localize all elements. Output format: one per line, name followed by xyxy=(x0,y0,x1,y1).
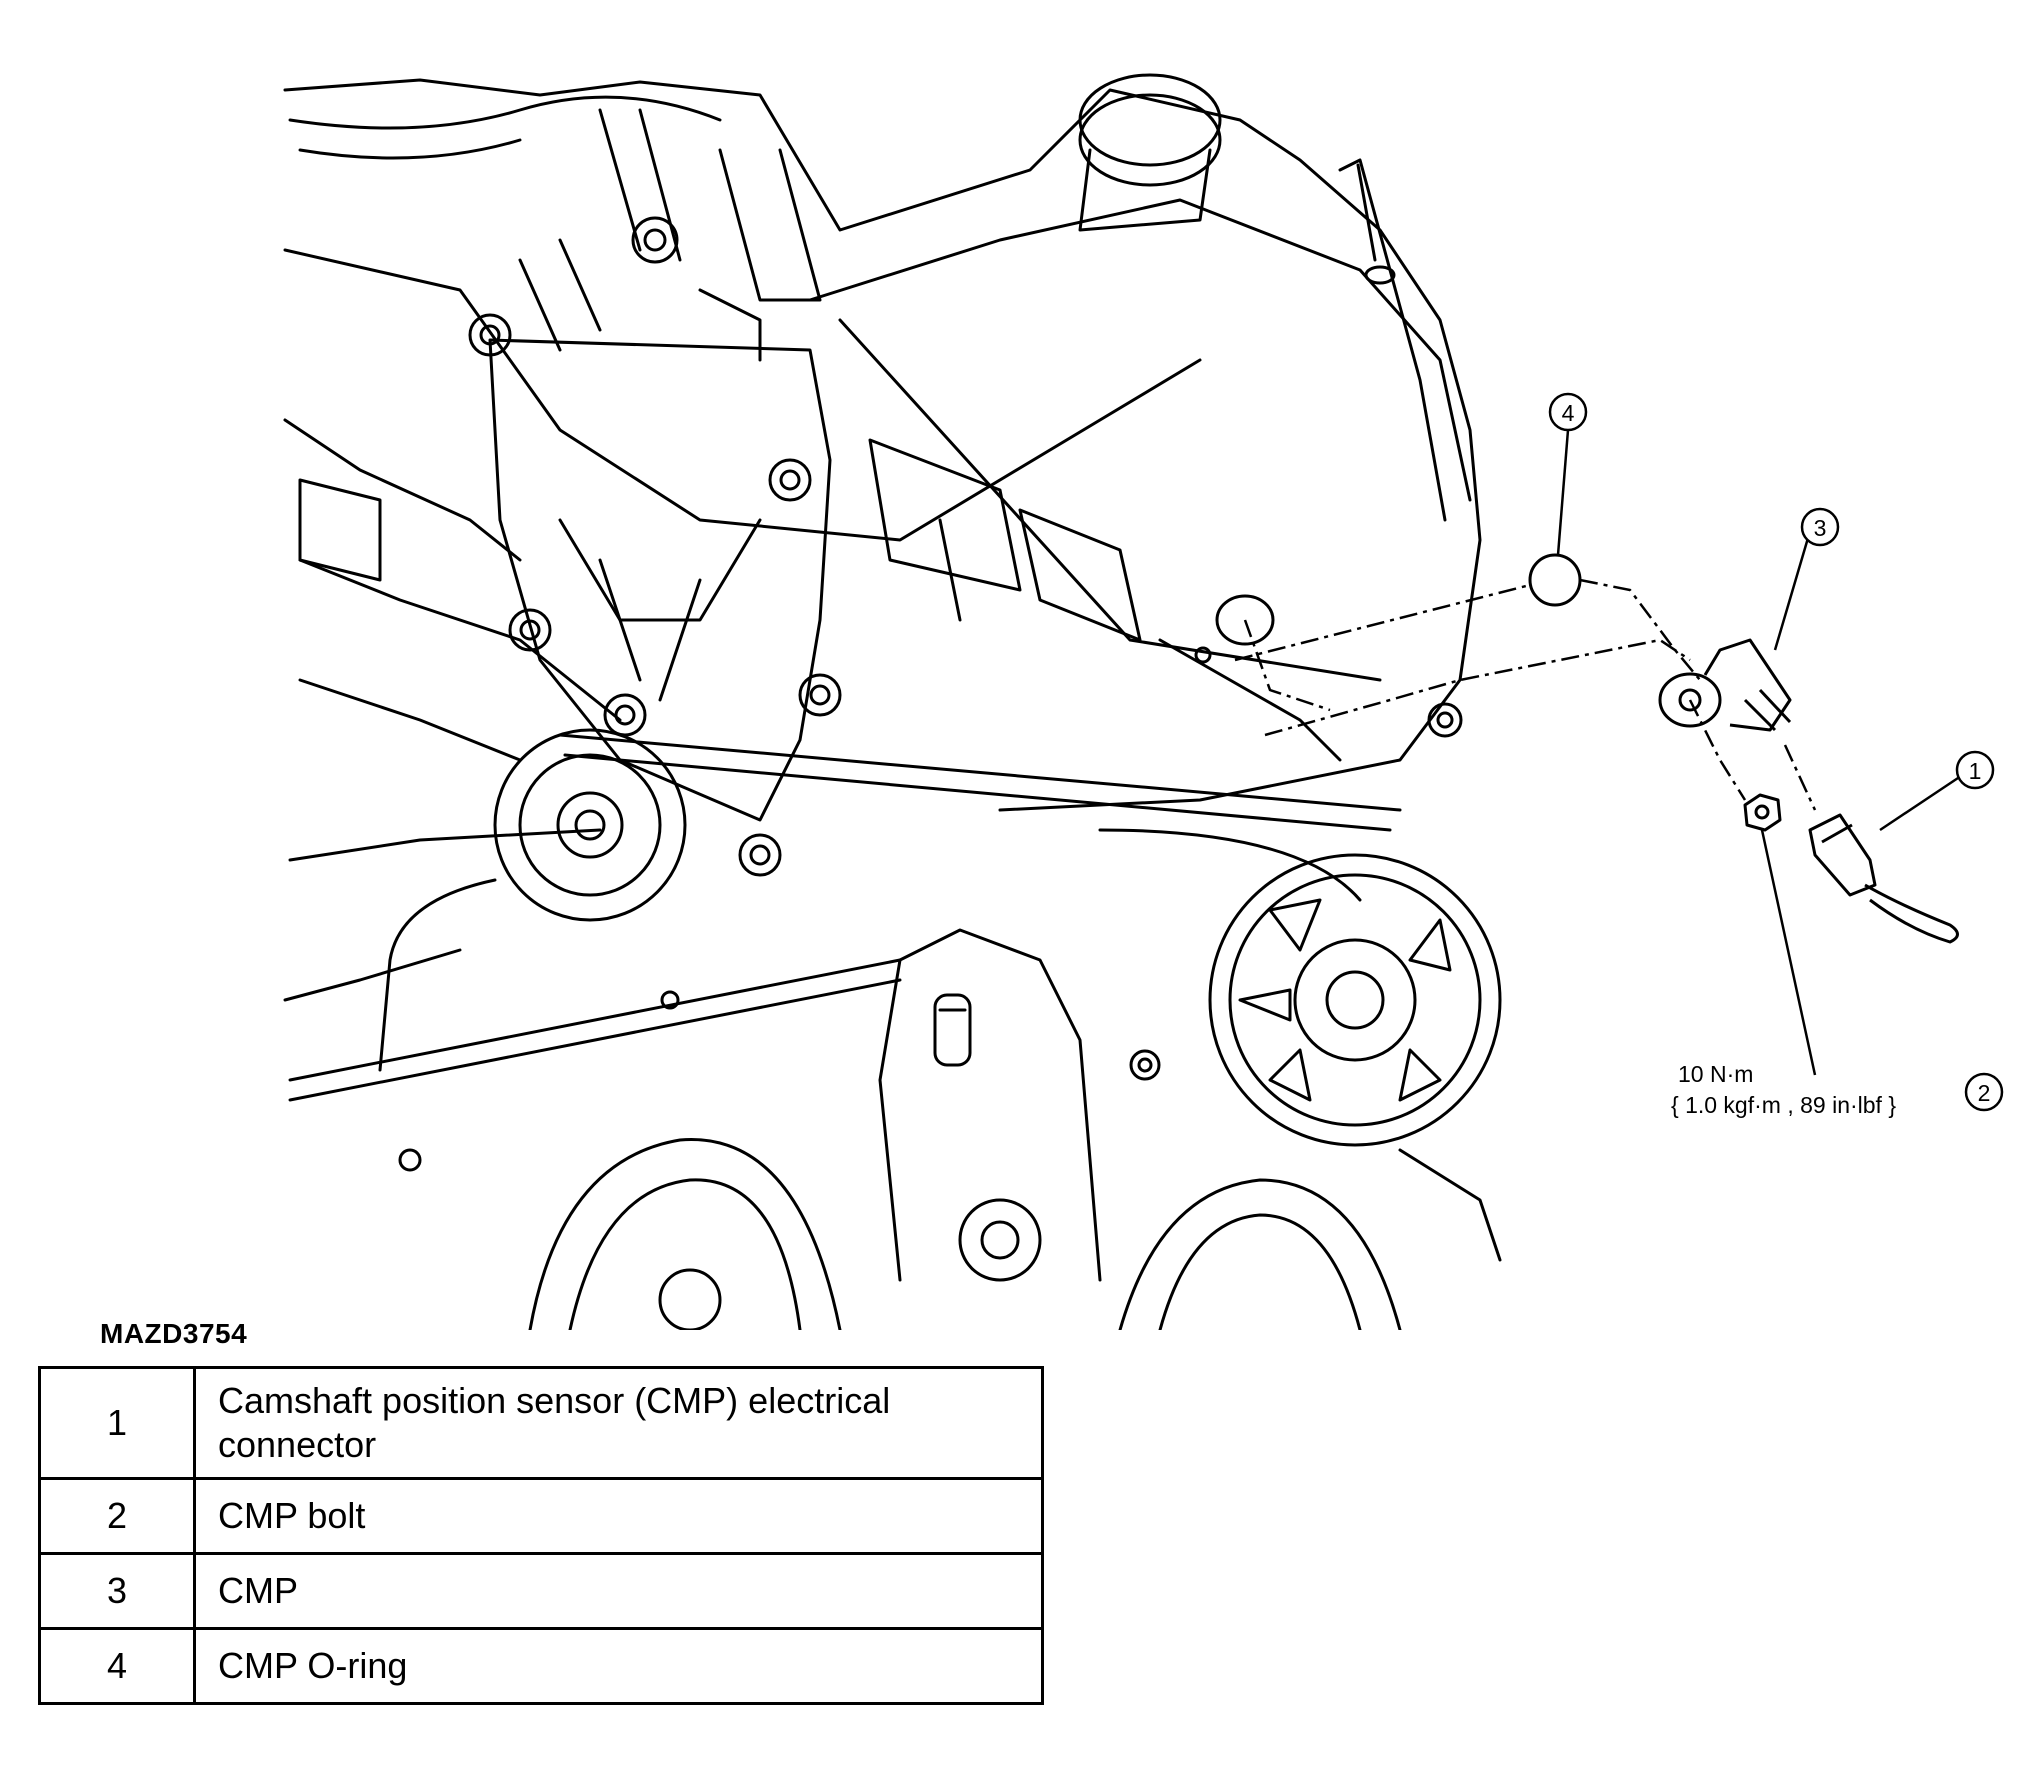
legend-description: CMP O-ring xyxy=(193,1627,1044,1705)
drive-belt xyxy=(288,733,1402,1102)
callout-4-number: 4 xyxy=(1562,400,1575,426)
callout-2 xyxy=(1964,1072,2004,1112)
legend-description: Camshaft position sensor (CMP) electrica… xyxy=(193,1366,1044,1480)
legend-description: CMP bolt xyxy=(193,1477,1044,1555)
callout-1-number: 1 xyxy=(1969,758,1982,784)
assembly-lines xyxy=(1234,578,1817,811)
legend-number: 2 xyxy=(38,1477,196,1555)
cmp-o-ring xyxy=(1528,553,1582,607)
torque-spec-line2: { 1.0 kgf·m , 89 in·lbf } xyxy=(1671,1092,1896,1118)
torque-spec-line1: 10 N·m xyxy=(1678,1061,1753,1087)
water-pump-pulley xyxy=(1208,853,1502,1147)
callout-3-number: 3 xyxy=(1814,515,1827,541)
table-row: 1 Camshaft position sensor (CMP) electri… xyxy=(38,1366,1044,1480)
cmp-bolt xyxy=(1743,793,1782,832)
callout-3 xyxy=(1800,507,1840,547)
callout-leaders xyxy=(1556,429,1959,1076)
table-row: 3 CMP xyxy=(38,1552,1044,1630)
callout-2-number: 2 xyxy=(1978,1080,1991,1106)
oil-filler-cap xyxy=(1078,73,1222,232)
legend-number: 4 xyxy=(38,1627,196,1705)
callout-1 xyxy=(1955,750,1995,790)
idler-pulley xyxy=(493,728,687,922)
legend-table: 1 Camshaft position sensor (CMP) electri… xyxy=(38,1366,1044,1705)
engine-block xyxy=(283,78,1482,1002)
table-row: 2 CMP bolt xyxy=(38,1477,1044,1555)
legend-description: CMP xyxy=(193,1552,1044,1630)
table-row: 4 CMP O-ring xyxy=(38,1627,1044,1705)
cmp-sensor xyxy=(1658,638,1792,732)
callout-4 xyxy=(1548,392,1588,432)
belt-tensioner xyxy=(878,928,1102,1282)
figure-id: MAZD3754 xyxy=(100,1318,248,1349)
crankshaft-pulley xyxy=(528,1138,842,1330)
wiring-harness xyxy=(288,95,822,362)
block-bolts xyxy=(398,990,1161,1172)
ac-compressor-pulley xyxy=(1118,1148,1502,1330)
cmp-mounting-boss xyxy=(1194,594,1275,664)
legend-number: 1 xyxy=(38,1366,196,1480)
accessory-bracket xyxy=(468,313,1463,877)
cmp-electrical-connector xyxy=(1808,813,1959,944)
legend-number: 3 xyxy=(38,1552,196,1630)
engine-diagram: 4 3 1 2 10 N·m { 1.0 kgf·m , 89 in·lbf } xyxy=(283,73,2004,1330)
dipstick xyxy=(1338,158,1447,522)
